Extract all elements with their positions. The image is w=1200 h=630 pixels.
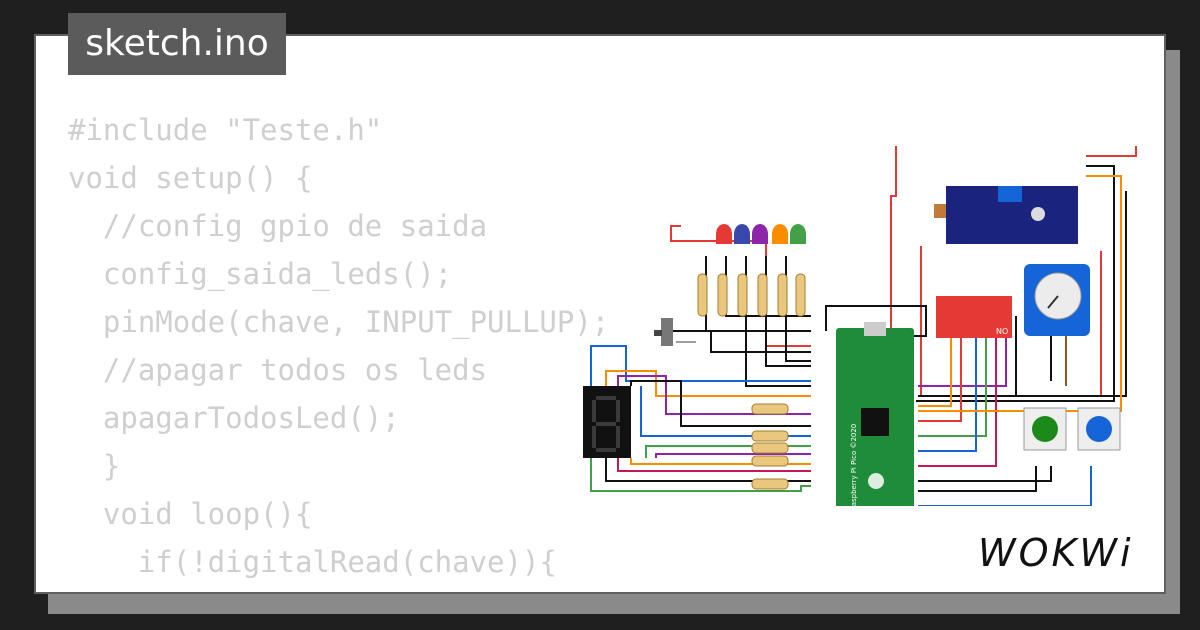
code-line: if(!digitalRead(chave)){ [68, 545, 557, 579]
code-line: apagarTodosLed(); [68, 401, 400, 435]
dip-switch-label: NO [996, 327, 1008, 336]
slide-switch [654, 318, 673, 346]
code-line: //apagar todos os leds [68, 353, 488, 387]
wires [590, 146, 1137, 506]
led-red [716, 224, 732, 244]
led-blue [734, 224, 750, 244]
code-line: pinMode(chave, INPUT_PULLUP); [68, 305, 610, 339]
resistors-vertical [697, 273, 806, 317]
code-line: } [68, 449, 121, 483]
led-row [716, 224, 806, 244]
code-line: mostrarDisplay(0, true); [68, 586, 609, 592]
seven-segment-display [583, 386, 631, 458]
code-line: //config gpio de saida [68, 209, 488, 243]
push-button-green [1023, 407, 1067, 451]
code-line: void setup() { [68, 161, 313, 195]
ldr-sensor-module [934, 186, 1078, 244]
led-purple [752, 224, 768, 244]
resistors-horizontal [751, 403, 789, 490]
pico-board-label: Raspberry Pi Pico ©2020 [850, 424, 858, 506]
code-line: void loop(){ [68, 497, 313, 531]
circuit-diagram: Raspberry Pi Pico ©2020 NO [583, 146, 1137, 506]
dip-switch: NO [936, 296, 1012, 338]
code-preview: #include "Teste.h" void setup() { //confi… [68, 106, 610, 592]
potentiometer [1024, 264, 1090, 336]
file-name-tab: sketch.ino [68, 13, 286, 75]
wokwi-logo-text: WOKWi [978, 531, 1134, 575]
preview-card: #include "Teste.h" void setup() { //confi… [34, 34, 1166, 594]
led-green [790, 224, 806, 244]
led-orange [772, 224, 788, 244]
wokwi-logo: WOKWi [978, 531, 1134, 575]
code-line: config_saida_leds(); [68, 257, 453, 291]
push-button-blue [1077, 407, 1121, 451]
pico-board: Raspberry Pi Pico ©2020 [836, 322, 914, 506]
code-line: #include "Teste.h" [68, 113, 383, 147]
